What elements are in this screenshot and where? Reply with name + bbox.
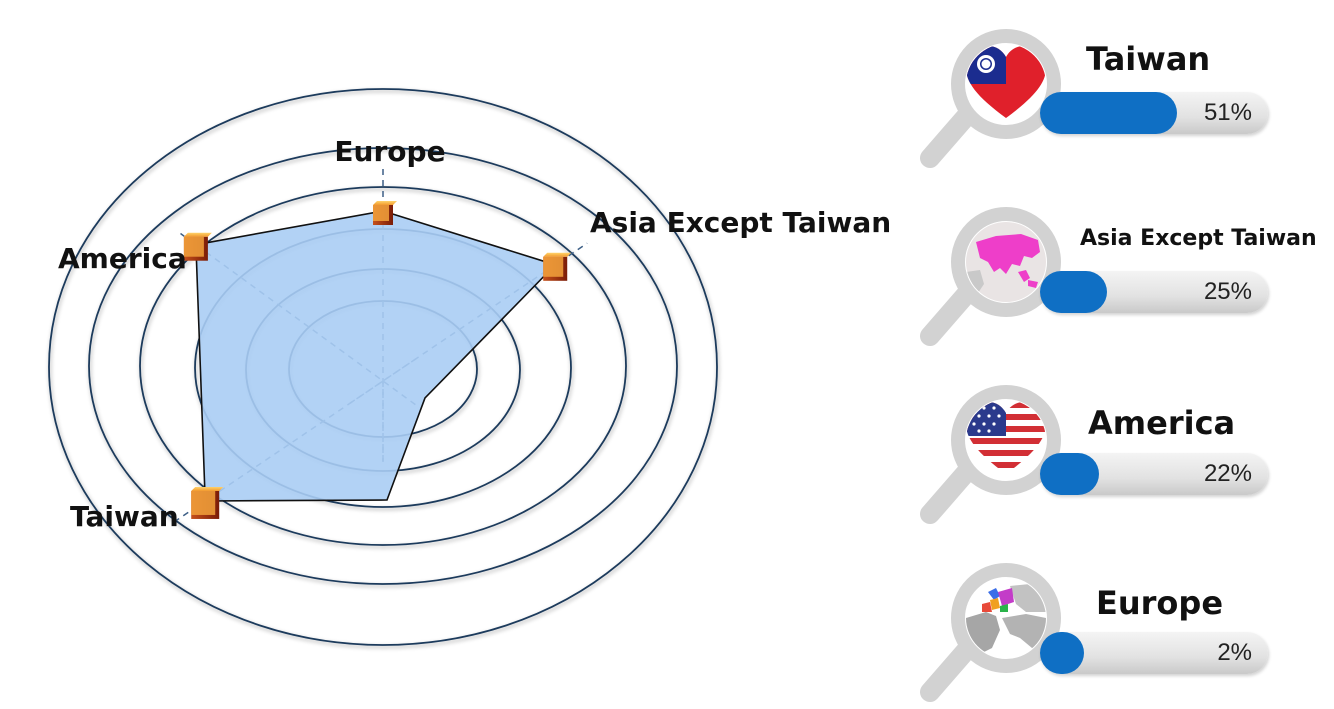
asia-map-icon bbox=[966, 222, 1046, 302]
progress-track-europe: 2% bbox=[1040, 632, 1268, 674]
usa-flag-heart-icon bbox=[966, 400, 1046, 480]
legend-label-europe: Europe bbox=[1096, 584, 1224, 622]
europe-map-icon bbox=[966, 578, 1046, 658]
axis-label-europe: Europe bbox=[334, 135, 445, 168]
radar-chart: Europe Asia Except Taiwan America Taiwan bbox=[48, 88, 891, 646]
percent-label-asia-except-taiwan: 25% bbox=[1203, 278, 1252, 305]
data-point-america bbox=[183, 232, 212, 261]
percent-label-europe: 2% bbox=[1217, 639, 1252, 666]
legend-item-america: America 22% bbox=[918, 356, 1334, 531]
progress-track-taiwan: 51% bbox=[1040, 92, 1268, 134]
radar-data-markers bbox=[183, 201, 572, 519]
taiwan-flag-heart-icon bbox=[966, 44, 1046, 124]
data-point-europe bbox=[373, 201, 397, 225]
percent-label-taiwan: 51% bbox=[1203, 99, 1252, 126]
axis-label-america: America bbox=[58, 242, 187, 275]
radar-series-area bbox=[195, 210, 557, 502]
grid-ring bbox=[139, 186, 627, 546]
legend-item-europe: Europe 2% bbox=[918, 534, 1334, 709]
legend-item-taiwan: Taiwan 51% bbox=[918, 0, 1334, 175]
progress-fill-america bbox=[1040, 453, 1100, 495]
percent-label-america: 22% bbox=[1203, 460, 1252, 487]
data-point-taiwan bbox=[191, 486, 224, 519]
axis-label-asia-except-taiwan: Asia Except Taiwan bbox=[590, 206, 891, 239]
grid-ring bbox=[48, 88, 718, 646]
legend-item-asia-except-taiwan: Asia Except Taiwan 25% bbox=[918, 178, 1334, 353]
progress-fill-europe bbox=[1040, 632, 1084, 674]
legend-label-asia-except-taiwan: Asia Except Taiwan bbox=[1080, 226, 1317, 251]
progress-fill-asia-except-taiwan bbox=[1040, 271, 1108, 313]
data-point-asia-except-taiwan bbox=[543, 252, 572, 281]
progress-track-asia-except-taiwan: 25% bbox=[1040, 271, 1268, 313]
axis-label-taiwan: Taiwan bbox=[70, 500, 179, 533]
legend-label-taiwan: Taiwan bbox=[1086, 40, 1211, 78]
grid-ring bbox=[88, 147, 678, 585]
progress-track-america: 22% bbox=[1040, 453, 1268, 495]
progress-fill-taiwan bbox=[1040, 92, 1178, 134]
legend-label-america: America bbox=[1088, 404, 1236, 442]
